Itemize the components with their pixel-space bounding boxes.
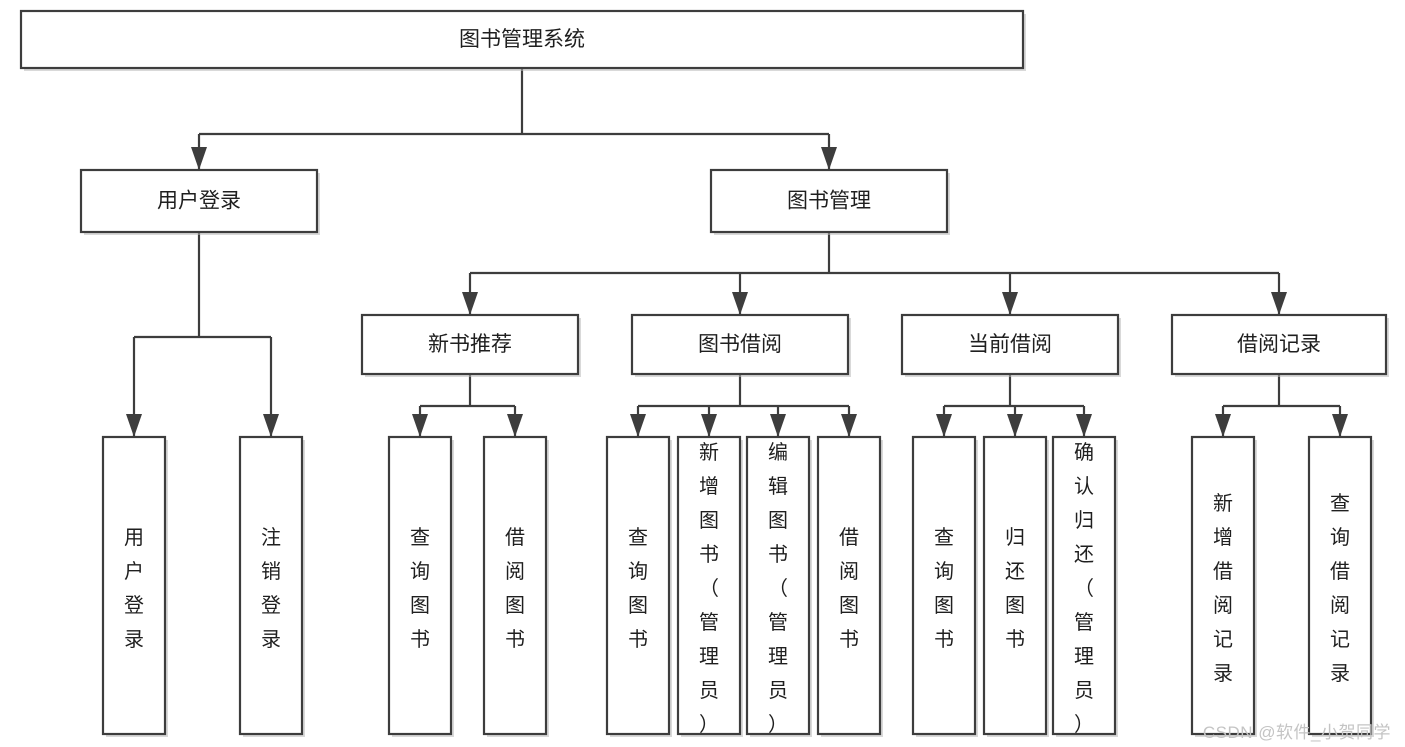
leaf-node[interactable]: 借阅图书 [482,435,549,737]
node-box[interactable] [1190,435,1256,736]
node-box[interactable] [482,435,548,736]
node-box[interactable] [709,168,949,234]
arrow-head-icon [126,414,142,437]
arrow-head-icon [701,414,717,437]
node-label: 借阅记录 [1237,333,1321,356]
node-box[interactable] [1307,435,1373,736]
level3-node[interactable]: 借阅记录 [1170,313,1389,377]
leaf-node[interactable]: 确认归还（管理员） [1051,435,1118,737]
node-label: 新增借阅记录 [1213,492,1233,685]
leaf-node[interactable]: 查询借阅记录 [1307,435,1374,737]
node-label: 图书借阅 [698,333,782,356]
level3-node[interactable]: 图书借阅 [630,313,851,377]
arrow-head-icon [841,414,857,437]
node-box[interactable] [101,435,167,736]
node-box[interactable] [360,313,580,376]
leaf-node[interactable]: 查询图书 [605,435,672,737]
leaf-node[interactable]: 借阅图书 [816,435,883,737]
arrow-head-icon [191,147,207,170]
level3-node[interactable]: 新书推荐 [360,313,581,377]
node-box[interactable] [387,435,453,736]
node-label: 编辑图书（管理员） [768,441,788,736]
leaf-node[interactable]: 编辑图书（管理员） [745,435,812,737]
node-box[interactable] [605,435,671,736]
arrow-head-icon [821,147,837,170]
node-label: 查询图书 [628,526,648,651]
node-label: 注销登录 [261,526,281,651]
node-label: 借阅图书 [505,526,525,651]
node-label: 用户登录 [157,190,241,213]
arrow-head-icon [936,414,952,437]
node-box[interactable] [900,313,1120,376]
node-label: 新增图书（管理员） [699,441,719,736]
arrow-head-icon [770,414,786,437]
connector-layer [126,68,1348,437]
leaf-node[interactable]: 查询图书 [387,435,454,737]
node-label: 图书管理 [787,190,871,213]
arrow-head-icon [1215,414,1231,437]
node-label: 查询图书 [934,526,954,651]
leaf-node[interactable]: 注销登录 [238,435,305,737]
arrow-head-icon [1002,292,1018,315]
node-label: 图书管理系统 [459,28,585,51]
arrow-head-icon [263,414,279,437]
arrow-head-icon [507,414,523,437]
arrow-head-icon [732,292,748,315]
node-box[interactable] [982,435,1048,736]
node-box[interactable] [911,435,977,736]
node-layer: 图书管理系统用户登录图书管理新书推荐图书借阅当前借阅借阅记录用户登录注销登录查询… [19,9,1389,737]
level2-node[interactable]: 用户登录 [79,168,320,235]
node-label: 新书推荐 [428,333,512,356]
root-node[interactable]: 图书管理系统 [19,9,1026,71]
node-box[interactable] [630,313,850,376]
leaf-node[interactable]: 查询图书 [911,435,978,737]
leaf-node[interactable]: 归还图书 [982,435,1049,737]
node-label: 用户登录 [124,527,144,651]
arrow-head-icon [630,414,646,437]
arrow-head-icon [1007,414,1023,437]
node-box[interactable] [1170,313,1388,376]
arrow-head-icon [1332,414,1348,437]
node-box[interactable] [238,435,304,736]
arrow-head-icon [462,292,478,315]
node-box[interactable] [1051,435,1117,736]
node-label: 归还图书 [1005,526,1025,651]
level3-node[interactable]: 当前借阅 [900,313,1121,377]
leaf-node[interactable]: 新增图书（管理员） [676,435,743,737]
node-label: 借阅图书 [839,526,859,651]
node-box[interactable] [676,435,742,736]
arrow-head-icon [1271,292,1287,315]
node-label: 查询借阅记录 [1330,492,1350,685]
level2-node[interactable]: 图书管理 [709,168,950,235]
node-label: 当前借阅 [968,333,1052,356]
node-label: 查询图书 [410,526,430,651]
node-box[interactable] [19,9,1025,70]
node-box[interactable] [816,435,882,736]
node-box[interactable] [79,168,319,234]
node-label: 确认归还（管理员） [1074,441,1094,736]
arrow-head-icon [1076,414,1092,437]
leaf-node[interactable]: 用户登录 [101,435,168,737]
node-box[interactable] [745,435,811,736]
leaf-node[interactable]: 新增借阅记录 [1190,435,1257,737]
arrow-head-icon [412,414,428,437]
